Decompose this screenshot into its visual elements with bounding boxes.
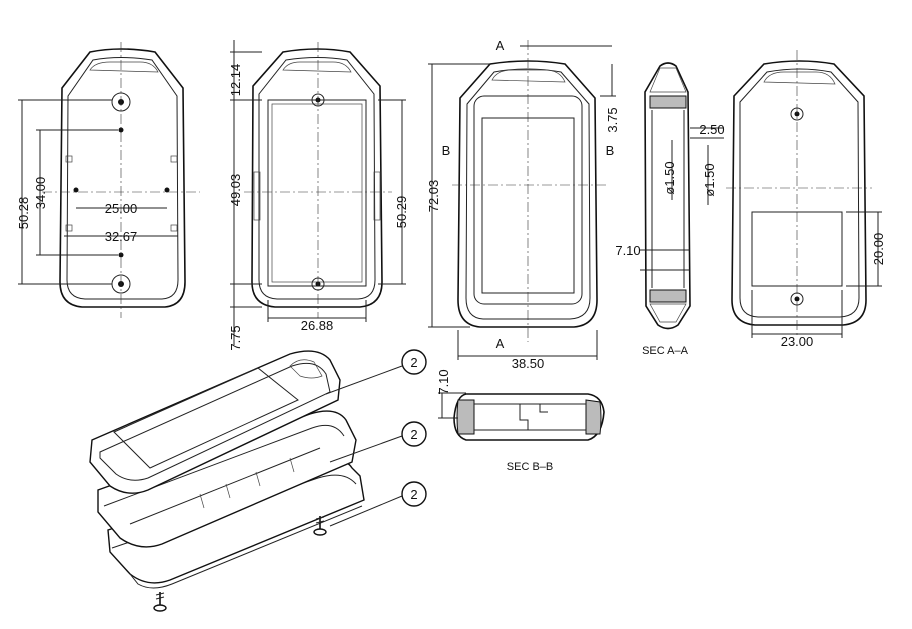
dim-total-height: 72.03 xyxy=(426,180,441,213)
dim-sec-b-height: 7.10 xyxy=(436,369,451,394)
dim-height-right: 50.29 xyxy=(394,196,409,229)
bottom-view: 50.28 34.00 25.00 32.67 xyxy=(16,42,200,318)
callout-circle-3 xyxy=(401,481,427,507)
dim-spacing-a: 25.00 xyxy=(105,201,138,216)
callout-2-label: 2 xyxy=(410,427,417,442)
dim-sec-a-d4: 7.10 xyxy=(615,243,640,258)
section-b-label: SEC B–B xyxy=(507,461,553,473)
section-a-view: 2.50 ø1.50 ø1.50 7.10 SEC A–A xyxy=(615,62,725,357)
dim-bottom-offset: 7.75 xyxy=(228,325,243,350)
callout-circle-2 xyxy=(401,421,427,447)
section-mark-b-left: B xyxy=(442,143,451,158)
section-a-label: SEC A–A xyxy=(642,345,689,357)
dim-height-inner: 34.00 xyxy=(33,177,48,210)
callout-3-label: 2 xyxy=(410,487,417,502)
screw-left xyxy=(153,592,167,612)
top-inner-view: 12.14 49.03 50.29 7.75 26.88 xyxy=(228,40,409,351)
section-mark-b-right: B xyxy=(606,143,615,158)
dim-front-width: 38.50 xyxy=(512,356,545,371)
dim-height-outer: 50.28 xyxy=(16,197,31,230)
section-mark-a-bottom: A xyxy=(496,336,505,351)
exploded-view: 2 2 2 xyxy=(89,349,427,612)
dim-top-offset: 12.14 xyxy=(228,64,243,97)
dim-front-top-offset: 3.75 xyxy=(605,107,620,132)
dim-spacing-b: 32.67 xyxy=(105,229,138,244)
dim-sec-a-d1: 2.50 xyxy=(699,122,724,137)
dim-label-width: 23.00 xyxy=(781,334,814,349)
dim-sec-a-d3: ø1.50 xyxy=(702,163,717,196)
front-view: A A B B 72.03 3.75 38.50 xyxy=(426,38,620,371)
section-mark-a-top: A xyxy=(496,38,505,53)
dim-height-left: 49.03 xyxy=(228,174,243,207)
screw-right xyxy=(313,516,327,536)
dim-window-width: 26.88 xyxy=(301,318,334,333)
dim-sec-a-d2: ø1.50 xyxy=(662,161,677,194)
dim-label-height: 20.00 xyxy=(871,233,886,266)
section-b-view: 7.10 SEC B–B xyxy=(436,369,605,473)
callout-circle-1 xyxy=(401,349,427,375)
callout-1-label: 2 xyxy=(410,355,417,370)
back-view: 20.00 23.00 xyxy=(726,50,886,349)
